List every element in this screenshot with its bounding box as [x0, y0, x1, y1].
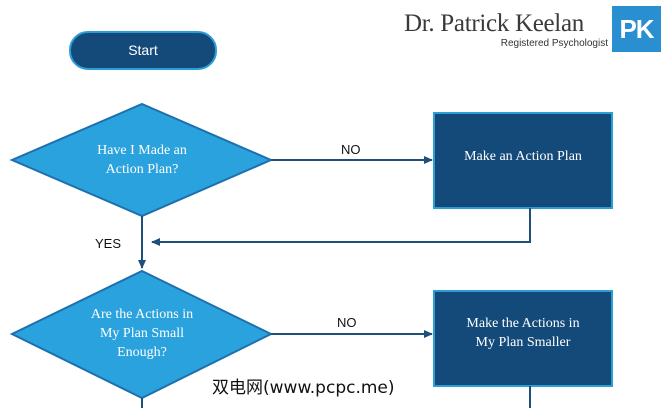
- start-label: Start: [128, 42, 158, 58]
- brand-logo: PK: [612, 6, 661, 52]
- edge-label-d1-no: NO: [341, 142, 361, 157]
- process-2-label: Make the Actions in My Plan Smaller: [466, 316, 580, 350]
- start-terminal: [69, 31, 217, 70]
- edge-label-d1-yes: YES: [95, 236, 122, 251]
- decision-2-label: Are the Actions in My Plan Small Enough?: [90, 306, 194, 360]
- process-make-action-plan-box: [433, 112, 613, 209]
- brand-name: Dr. Patrick Keelan: [404, 10, 584, 37]
- brand-subtitle: Registered Psychologist: [500, 38, 608, 49]
- process-1-label: Make an Action Plan: [464, 148, 582, 164]
- process-make-actions-smaller-box: [433, 290, 613, 387]
- decision-1-label: Have I Made an Action Plan?: [97, 143, 187, 177]
- edge-label-d2-no: NO: [337, 315, 357, 330]
- arrow-process1-back: [151, 208, 531, 246]
- watermark-text: 双电网(www.pcpc.me): [212, 378, 395, 398]
